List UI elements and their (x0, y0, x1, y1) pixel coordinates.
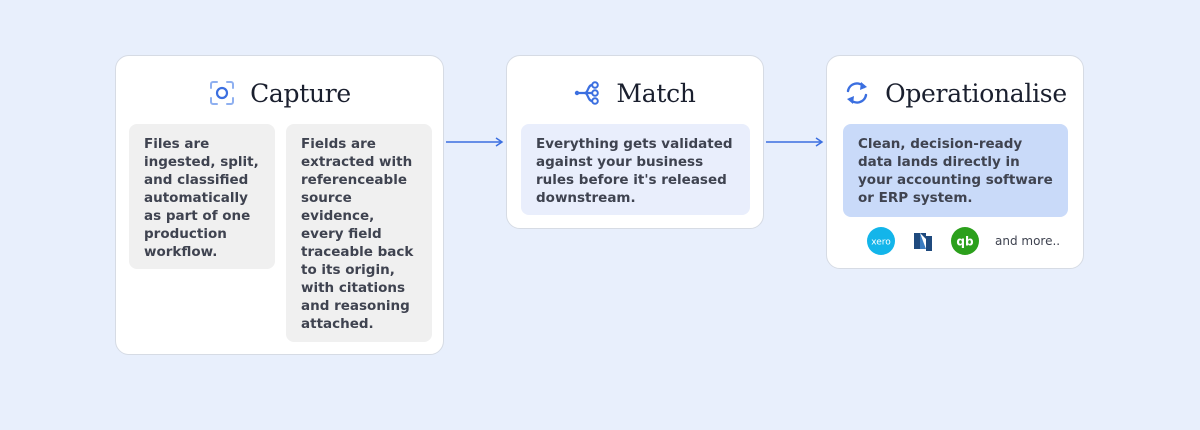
match-title: Match (616, 78, 696, 108)
netsuite-logo-icon (914, 233, 932, 251)
capture-header: Capture (116, 76, 443, 110)
and-more-label: and more.. (995, 234, 1061, 248)
match-description-box: Everything gets validated against your b… (521, 124, 750, 215)
capture-icon (210, 81, 235, 105)
match-icon (575, 81, 600, 105)
integration-logos: xero qb and more.. (867, 227, 1060, 255)
capture-card: Capture Files are ingested, split, and c… (115, 55, 444, 355)
extraction-description-box: Fields are extracted with referenceable … (286, 124, 432, 342)
xero-logo-icon: xero (867, 227, 895, 255)
capture-description-box: Files are ingested, split, and classifie… (129, 124, 275, 269)
capture-title: Capture (250, 78, 351, 108)
operationalise-card: Operationalise Clean, decision-ready dat… (826, 55, 1084, 269)
match-header: Match (507, 76, 763, 110)
arrow-match-to-operationalise (766, 137, 824, 147)
operationalise-header: Operationalise (827, 76, 1083, 110)
operationalise-description-box: Clean, decision-ready data lands directl… (843, 124, 1068, 217)
match-card: Match Everything gets validated against … (506, 55, 764, 229)
svg-text:qb: qb (956, 235, 974, 249)
quickbooks-logo-icon: qb (951, 227, 979, 255)
sync-icon (846, 82, 868, 104)
svg-text:xero: xero (871, 238, 891, 248)
arrow-capture-to-match (446, 137, 504, 147)
operationalise-title: Operationalise (885, 78, 1067, 108)
